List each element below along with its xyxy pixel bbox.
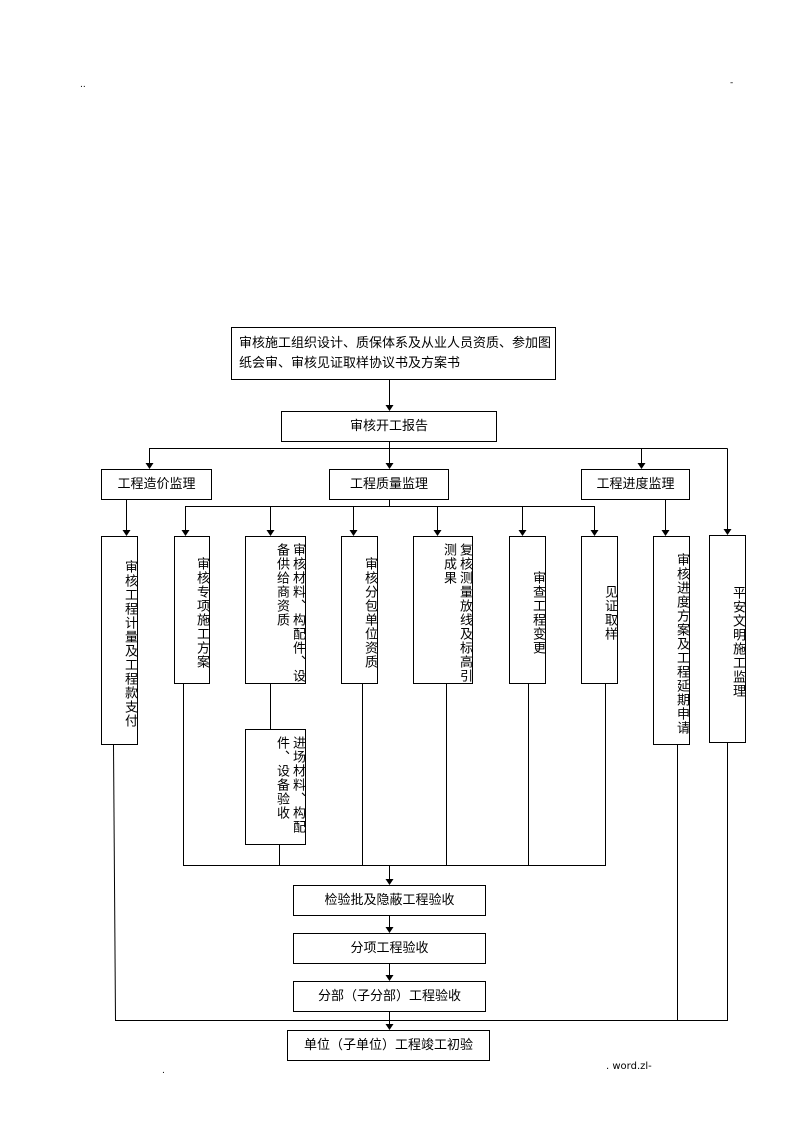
top-review-text: 审核施工组织设计、质保体系及从业人员资质、参加图纸会审、审核见证取样协议书及方案… — [239, 335, 552, 371]
quality-item-4-text: 复核测量放线及标高引测成果 — [441, 543, 472, 683]
box-quality-item-6 — [581, 536, 618, 684]
box-safety — [709, 535, 746, 743]
box-final — [287, 1030, 490, 1061]
box-division — [293, 981, 486, 1012]
safety-text: 平安文明施工监理 — [730, 586, 745, 698]
quality-supervision-text: 工程质量监理 — [349, 476, 428, 492]
box-start-report — [281, 411, 497, 442]
start-report-text: 审核开工报告 — [349, 418, 428, 434]
box-schedule-supervision — [581, 469, 690, 500]
quality-item-2-text: 审核材料、构配件、设备供给商资质 — [274, 543, 305, 683]
quality-item-6-text: 见证取样 — [602, 585, 617, 641]
cost-supervision-text: 工程造价监理 — [117, 476, 196, 492]
cost-item-text: 审核工程计量及工程款支付 — [122, 559, 137, 728]
box-quality-item-5 — [509, 536, 546, 684]
subitem-text: 分项工程验收 — [350, 940, 429, 956]
schedule-item-text: 审核进度方案及工程延期申请 — [674, 552, 689, 735]
page-header-dash: - — [730, 78, 734, 88]
box-quality-item-3 — [341, 536, 378, 684]
box-cost-item — [101, 536, 138, 745]
box-cost-supervision — [101, 469, 212, 500]
flowchart-connectors — [113, 380, 728, 1025]
box-materials-check — [245, 729, 306, 845]
quality-item-5-text: 审查工程变更 — [530, 571, 545, 655]
materials-check-text: 进场材料、构配件、设备验收 — [274, 736, 305, 834]
box-quality-item-1 — [174, 536, 210, 684]
box-inspection — [293, 885, 486, 916]
schedule-supervision-text: 工程进度监理 — [596, 476, 675, 492]
box-subitem — [293, 933, 486, 964]
box-quality-item-4 — [413, 536, 473, 684]
page-footer: . word.zl- — [606, 1061, 652, 1072]
page-footer-dot: . — [162, 1066, 165, 1076]
quality-item-3-text: 审核分包单位资质 — [362, 557, 377, 669]
final-text: 单位（子单位）工程竣工初验 — [303, 1037, 473, 1053]
page-header-mark: .. — [80, 80, 86, 90]
inspection-text: 检验批及隐蔽工程验收 — [324, 892, 455, 908]
flowchart-arrowheads — [122, 405, 732, 1030]
flowchart-boxes — [101, 327, 746, 1061]
division-text: 分部（子分部）工程验收 — [317, 988, 461, 1004]
box-quality-item-2 — [245, 536, 306, 684]
quality-item-1-text: 审核专项施工方案 — [194, 557, 209, 669]
box-top-review — [231, 327, 556, 380]
box-schedule-item — [653, 536, 690, 745]
box-quality-supervision — [329, 469, 449, 500]
